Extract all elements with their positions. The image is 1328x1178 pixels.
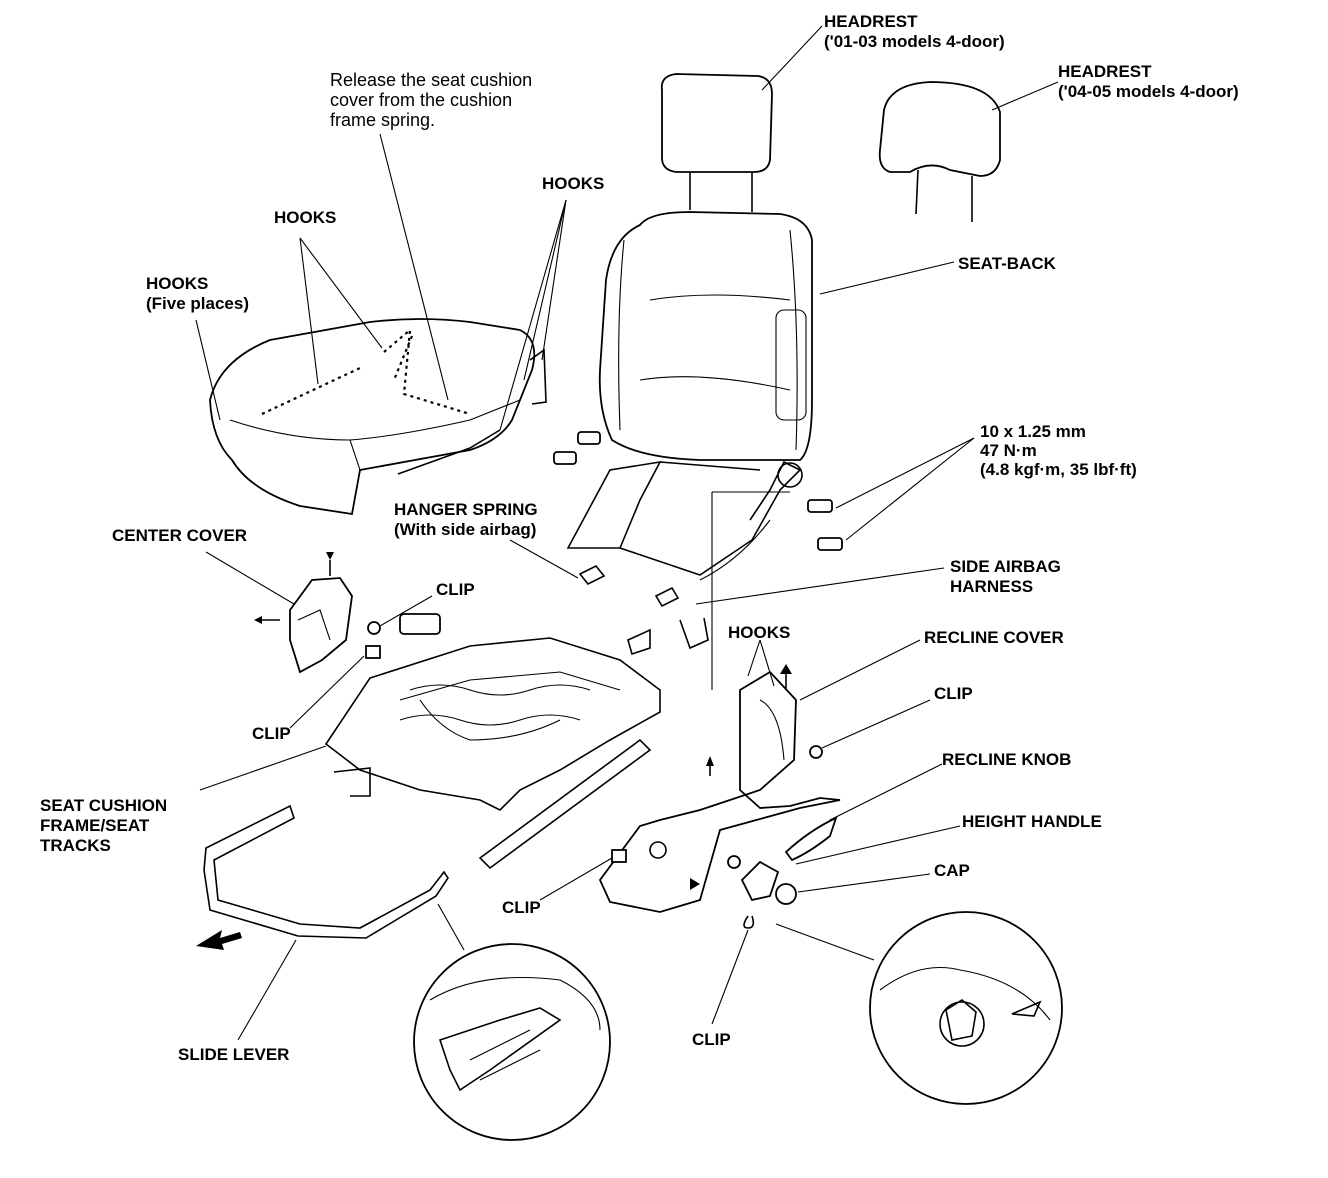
bolts [553, 431, 843, 551]
headrest-04-05 [878, 81, 1001, 222]
leader-lines [195, 25, 1059, 1041]
height-handle-label: HEIGHT HANDLE [962, 812, 1102, 831]
bolt-spec-line-3: (4.8 kgf·m, 35 lbf·ft) [980, 460, 1137, 479]
seat-back [598, 211, 813, 461]
motion-arrows [196, 552, 792, 950]
hooks-mid-label: HOOKS [274, 208, 337, 227]
headrest-note-a: ('01-03 models 4-door) [824, 32, 1005, 51]
hooks-left-note: (Five places) [146, 294, 249, 313]
center-cover [289, 577, 353, 674]
side-airbag-harness-line-2: HARNESS [950, 577, 1034, 596]
center-cover-label: CENTER COVER [112, 526, 248, 545]
seat-back-label: SEAT-BACK [958, 254, 1056, 273]
bolt-spec-line-1: 10 x 1.25 mm [980, 422, 1086, 441]
clip-label-4: CLIP [502, 898, 541, 917]
hanger-spring-label: HANGER SPRING [394, 500, 538, 519]
clip-label-1: CLIP [436, 580, 475, 599]
release-note-line-3: frame spring. [330, 110, 436, 130]
cap-label: CAP [934, 861, 970, 880]
clip-label-3: CLIP [934, 684, 973, 703]
recline-cover-label: RECLINE COVER [924, 628, 1064, 647]
bolt-spec-line-2: 47 N·m [980, 441, 1037, 460]
clip-label-2: CLIP [252, 724, 291, 743]
hooks-recline-label: HOOKS [728, 623, 791, 642]
headrest-label-b: HEADREST [1058, 62, 1152, 81]
headrest-label-a: HEADREST [824, 12, 918, 31]
hanger-spring-note: (With side airbag) [394, 520, 537, 539]
seat-cushion-frame-line-1: SEAT CUSHION [40, 796, 168, 815]
seat-back-frame [566, 460, 803, 690]
clip-label-5: CLIP [692, 1030, 731, 1049]
small-parts [365, 564, 838, 929]
seat-cushion-cover [209, 318, 547, 516]
hooks-left-label: HOOKS [146, 274, 209, 293]
hooks-top-label: HOOKS [542, 174, 605, 193]
side-airbag-harness-line-1: SIDE AIRBAG [950, 557, 1061, 576]
detail-circle-knob [869, 911, 1063, 1105]
release-note-line-2: cover from the cushion [330, 90, 513, 110]
release-note-line-1: Release the seat cushion [330, 70, 533, 90]
slide-lever-part [203, 804, 449, 939]
recline-knob-label: RECLINE KNOB [942, 750, 1072, 769]
detail-circle-slide [413, 943, 611, 1141]
headrest-note-b: ('04-05 models 4-door) [1058, 82, 1239, 101]
recline-side-frame [598, 670, 841, 913]
seat-cushion-frame [324, 613, 661, 870]
headrest-01-03 [660, 73, 773, 212]
seat-cushion-frame-line-3: TRACKS [40, 836, 111, 855]
seat-cushion-frame-line-2: FRAME/SEAT [40, 816, 150, 835]
slide-lever-label: SLIDE LEVER [178, 1045, 290, 1064]
